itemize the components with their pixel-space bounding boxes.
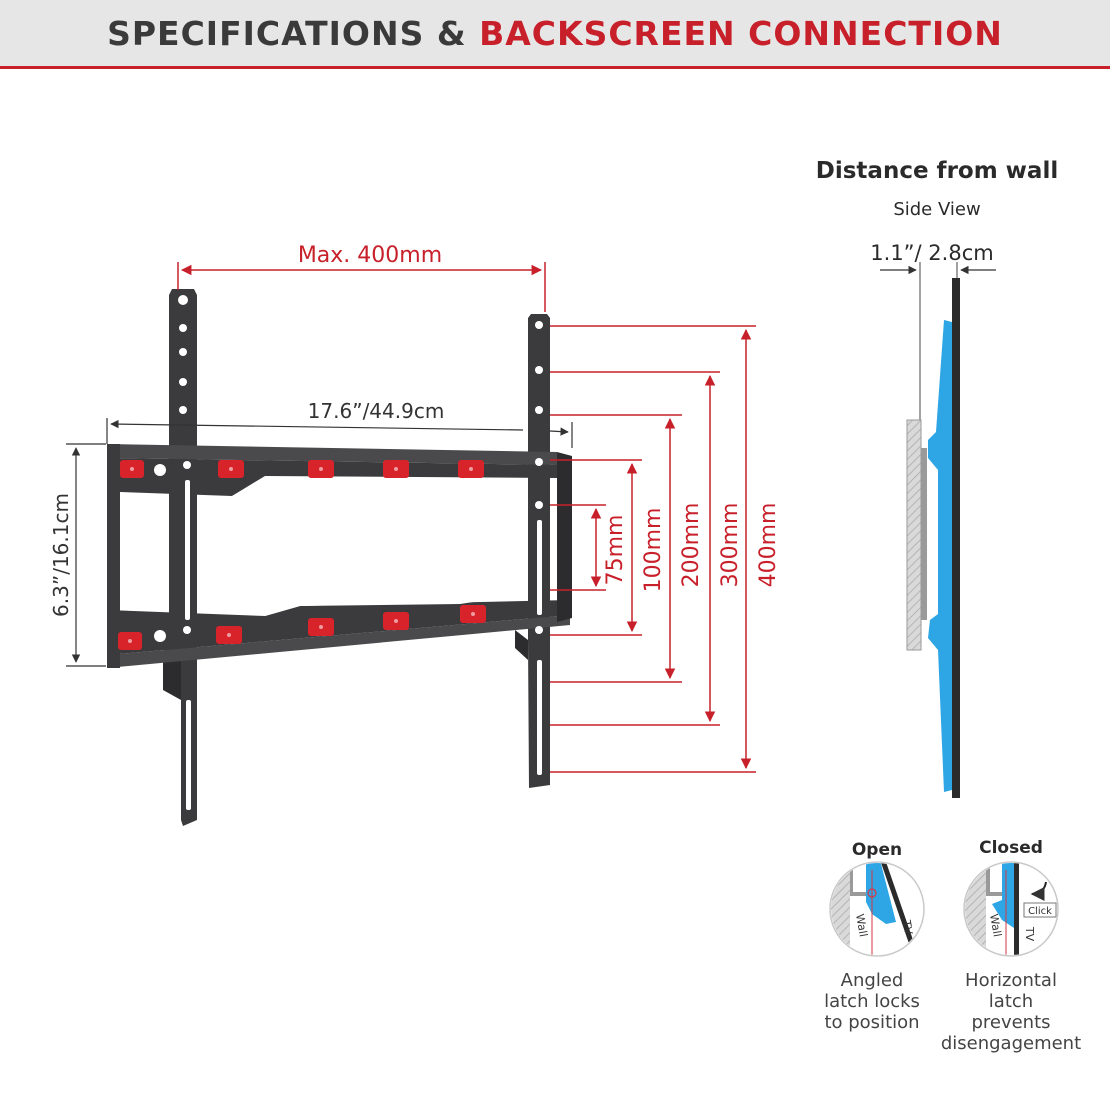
latch-closed-caption-line-3: prevents [971,1012,1050,1033]
bracket-width-label: 17.6”/44.9cm [308,399,445,423]
vesa-label-400: 400mm [756,503,781,588]
latch-open-tv-label: TV [900,918,916,936]
side-view-subtitle: Side View [893,199,980,220]
bracket-height-label: 6.3”/16.1cm [49,493,73,617]
vesa-label-75: 75mm [603,515,628,586]
vesa-label-300: 300mm [718,503,743,588]
latch-open-wall-label: Wall [853,913,870,938]
vesa-height-labels: 75mm 100mm 200mm 300mm 400mm [603,503,781,593]
wall-distance-label: 1.1”/ 2.8cm [870,241,993,265]
click-arrow-icon [1030,881,1047,901]
bracket-height-dimension: 6.3”/16.1cm [49,443,106,667]
latch-open-title: Open [852,840,902,860]
max-width-dimension: Max. 400mm [177,243,546,312]
latch-open-detail: Wall TV [829,861,925,957]
vesa-label-200: 200mm [679,503,704,588]
bracket-width-dimension: 17.6”/44.9cm [106,399,573,448]
wall-bracket [107,289,572,826]
header-bar [0,0,1110,66]
latch-closed-caption-line-2: latch [989,991,1033,1012]
side-view-drawing [880,262,996,798]
latch-open-caption-line-2: latch locks [824,991,920,1012]
vesa-height-dimensions [550,325,756,773]
header-divider [0,66,1110,69]
title-part-specifications: SPECIFICATIONS & [107,14,480,53]
latch-closed-caption: Horizontal latch prevents disengagement [941,970,1081,1054]
latch-open-caption: Angled latch locks to position [824,970,920,1033]
latch-closed-tv-label: TV [1023,926,1036,942]
max-width-label: Max. 400mm [298,243,442,268]
latch-closed-detail: Wall TV Click [963,861,1059,957]
title-part-backscreen: BACKSCREEN CONNECTION [479,14,1003,53]
latch-closed-caption-line-4: disengagement [941,1033,1081,1054]
vesa-label-100: 100mm [641,508,666,593]
page-title: SPECIFICATIONS & BACKSCREEN CONNECTION [0,14,1110,53]
latch-closed-caption-line-1: Horizontal [965,970,1057,991]
side-view-title: Distance from wall [816,158,1058,184]
latch-closed-wall-label: Wall [987,913,1004,938]
latch-closed-title: Closed [979,838,1043,858]
latch-open-caption-line-1: Angled [841,970,904,991]
latch-open-caption-line-3: to position [824,1012,919,1033]
latch-click-label: Click [1028,906,1052,917]
